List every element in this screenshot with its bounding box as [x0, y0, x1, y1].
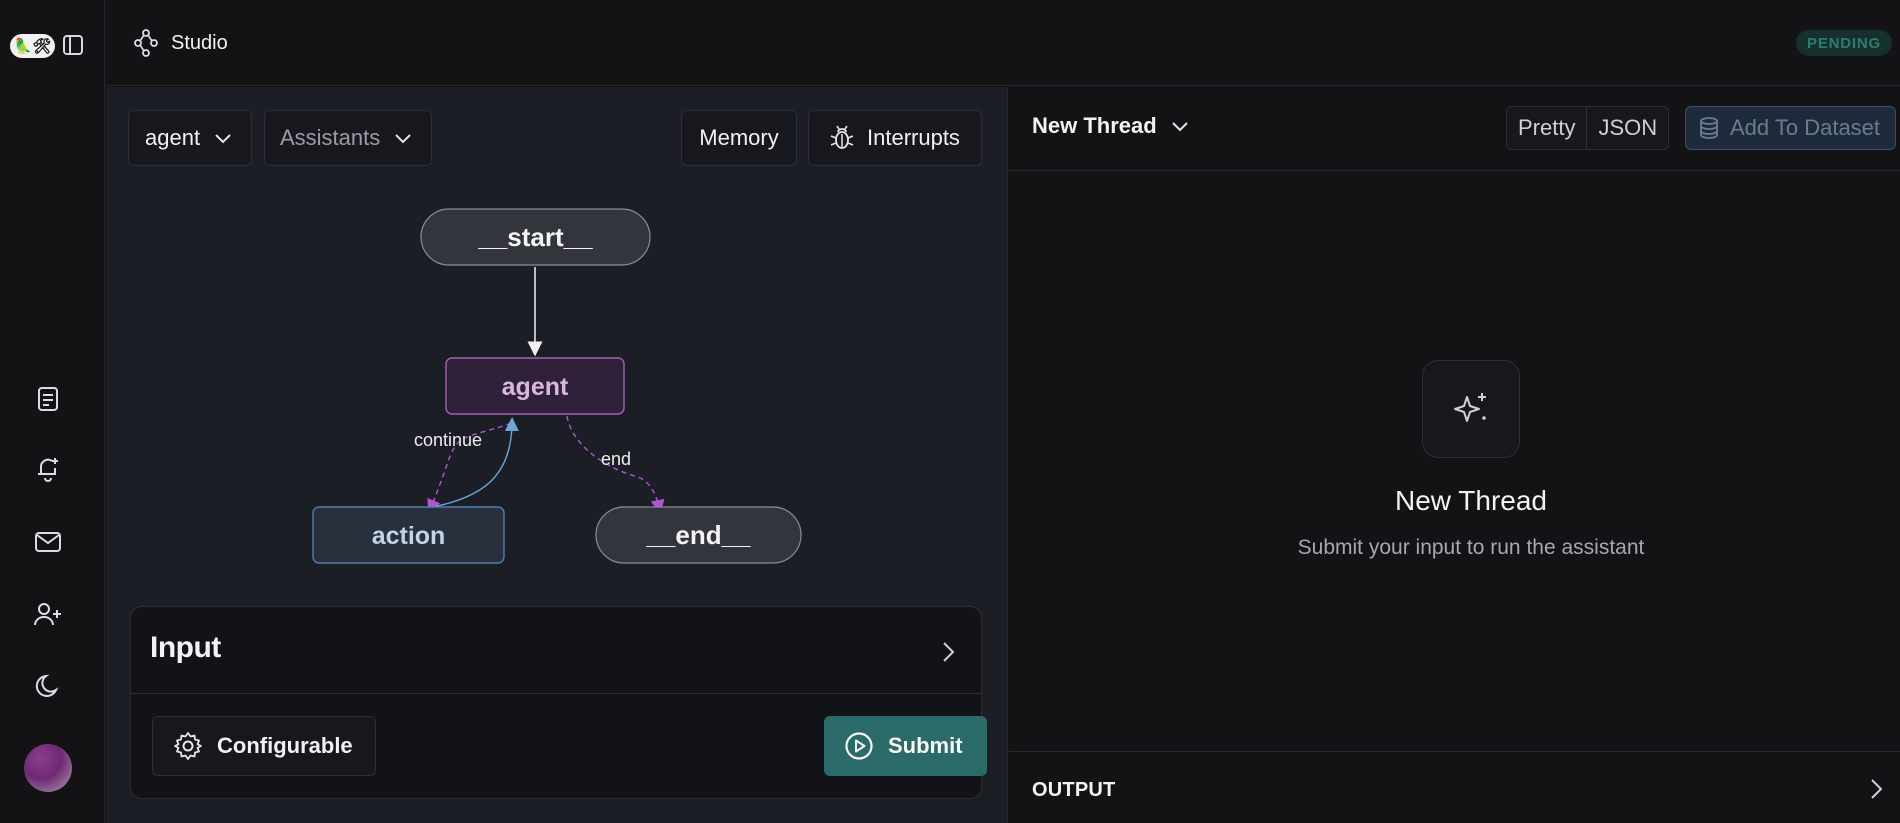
node-action-label: action: [372, 522, 446, 550]
graph-nodes-icon: [134, 29, 158, 57]
configurable-button[interactable]: Configurable: [152, 716, 376, 776]
left-rail: 🦜🛠: [0, 0, 105, 823]
output-label: OUTPUT: [1032, 779, 1116, 801]
status-badge: PENDING: [1796, 30, 1892, 56]
submit-label: Submit: [888, 733, 963, 758]
node-start-label: __start__: [477, 222, 593, 252]
thread-header: New Thread Pretty JSON Add To Dataset: [1009, 87, 1900, 171]
node-agent-box[interactable]: [445, 357, 625, 415]
assistants-select-label: Assistants: [280, 125, 381, 150]
graph-panel: agent Assistants Memory Interrupts: [106, 87, 1008, 823]
edge-agent-end: [566, 415, 665, 514]
user-avatar[interactable]: [24, 744, 72, 792]
interrupts-label: Interrupts: [867, 125, 960, 150]
node-end-label: __end__: [645, 520, 751, 550]
node-start-box[interactable]: [420, 208, 651, 266]
empty-state-icon-box: [1422, 360, 1520, 458]
edge-action-agent: [432, 417, 519, 508]
thread-title: New Thread: [1032, 113, 1157, 138]
langchain-logo[interactable]: 🦜🛠: [10, 34, 55, 58]
graph-select[interactable]: agent: [128, 110, 252, 166]
database-icon: [1700, 117, 1718, 139]
memory-label: Memory: [699, 125, 779, 150]
thread-select[interactable]: New Thread: [1032, 113, 1189, 139]
submit-button[interactable]: Submit: [824, 716, 987, 776]
moon-icon[interactable]: [30, 668, 66, 704]
view-mode-toggle: Pretty JSON: [1506, 106, 1670, 150]
node-action-box[interactable]: [312, 506, 505, 564]
input-card: Input Configurable Submit: [130, 606, 987, 799]
bug-icon: [830, 125, 854, 149]
node-end-box[interactable]: [595, 506, 802, 564]
agent-graph: continue end __start__ agent action __en…: [312, 208, 802, 564]
chevron-down-icon: [215, 134, 231, 144]
bell-plus-icon[interactable]: [30, 451, 66, 487]
docs-icon[interactable]: [30, 381, 66, 417]
add-to-dataset-label: Add To Dataset: [1730, 115, 1881, 140]
memory-button[interactable]: Memory: [681, 110, 797, 166]
output-section[interactable]: OUTPUT: [1009, 751, 1900, 823]
app-title: Studio: [171, 31, 228, 54]
view-json-button[interactable]: JSON: [1586, 107, 1668, 149]
thread-panel: New Thread Pretty JSON Add To Dataset: [1009, 87, 1900, 823]
input-header[interactable]: Input: [131, 607, 981, 694]
edge-label-end: end: [601, 449, 631, 469]
chevron-right-icon[interactable]: [1869, 778, 1883, 800]
node-agent-label: agent: [502, 373, 569, 401]
play-circle-icon: [845, 732, 873, 760]
add-to-dataset-button[interactable]: Add To Dataset: [1685, 106, 1896, 150]
add-user-icon[interactable]: [30, 596, 66, 632]
configurable-label: Configurable: [217, 733, 353, 758]
studio-title: Studio: [133, 28, 228, 58]
view-pretty-button[interactable]: Pretty: [1518, 115, 1576, 140]
graph-select-label: agent: [145, 125, 201, 150]
mail-icon[interactable]: [30, 524, 66, 560]
gear-icon: [174, 732, 202, 760]
interrupts-button[interactable]: Interrupts: [808, 110, 982, 166]
assistants-select[interactable]: Assistants: [264, 110, 432, 166]
empty-state-subtitle: Submit your input to run the assistant: [1297, 536, 1645, 559]
chevron-right-icon[interactable]: [941, 641, 955, 663]
chevron-down-icon: [395, 134, 411, 144]
input-title: Input: [150, 631, 221, 664]
edge-label-continue: continue: [414, 430, 482, 450]
empty-state-title: New Thread: [1394, 485, 1547, 516]
sparkles-icon: [1454, 393, 1486, 422]
top-bar: Studio PENDING: [105, 0, 1900, 86]
sidebar-toggle-icon[interactable]: [62, 34, 84, 56]
chevron-down-icon: [1171, 122, 1188, 132]
edge-agent-action: [427, 422, 512, 514]
